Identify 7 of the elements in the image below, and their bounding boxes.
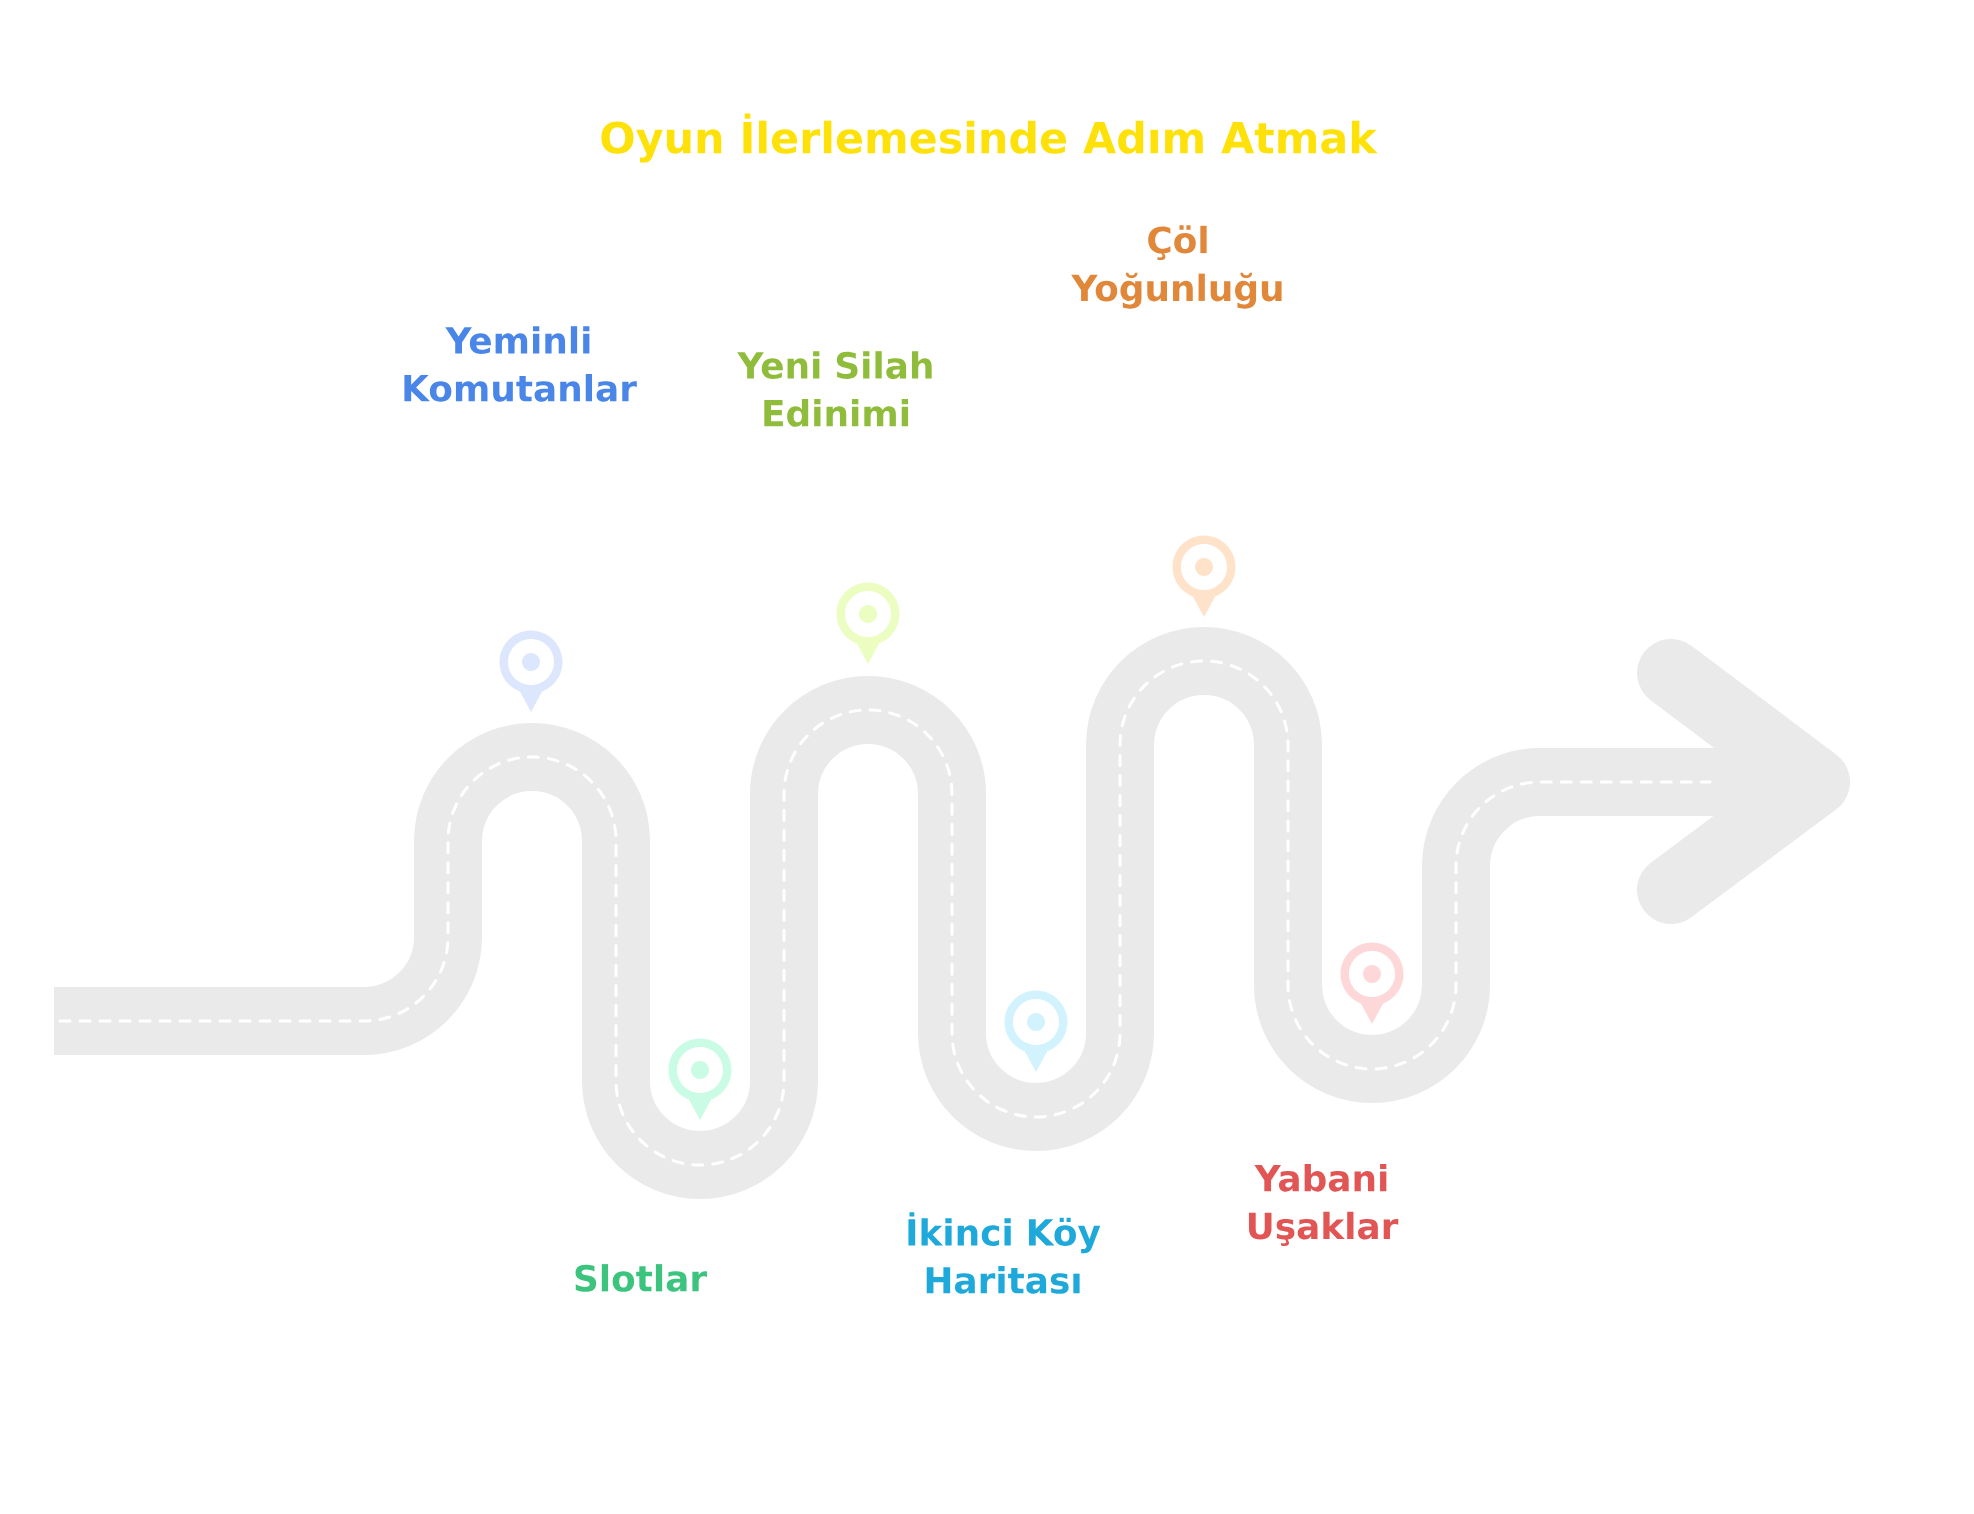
milestone-label: İkinci Köy Haritası <box>908 1212 1101 1294</box>
milestone-label: Yeminli Komutanlar <box>404 326 637 402</box>
milestone-label: Çöl Yoğunluğu <box>1071 225 1282 309</box>
milestone-label: Yeni Silah Edinimi <box>737 351 932 427</box>
milestone-label: Slotlar <box>575 1264 707 1292</box>
title: Oyun İlerlemesinde Adım Atmak <box>601 113 1378 163</box>
milestone-label: Yabani Uşaklar <box>1248 1163 1399 1246</box>
